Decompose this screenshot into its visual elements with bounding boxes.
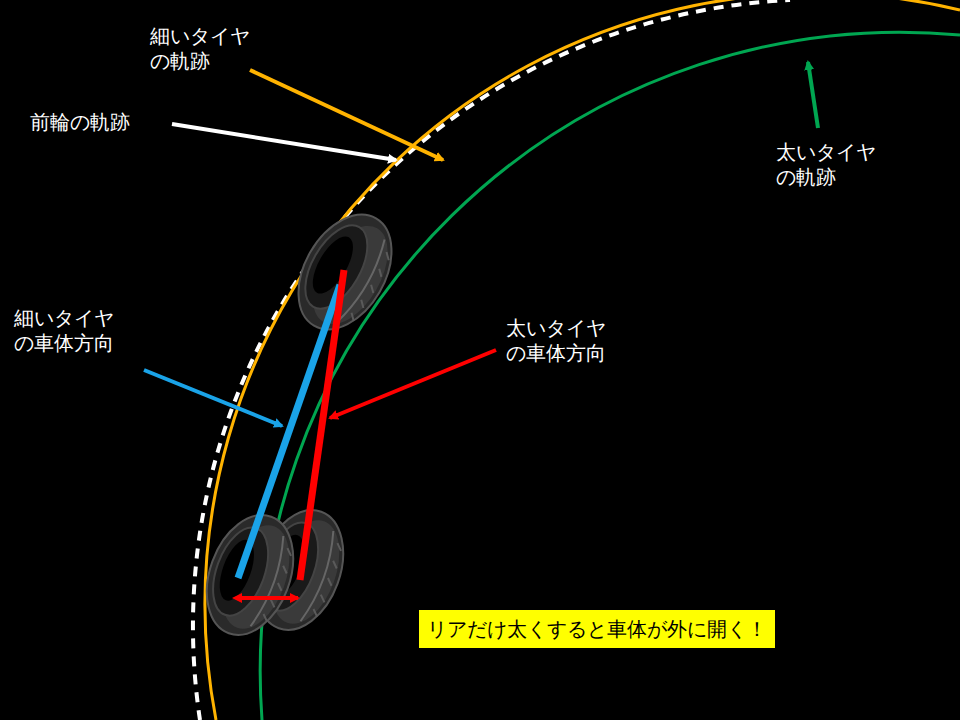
wide-tire-path bbox=[260, 32, 960, 720]
thin-body-line bbox=[238, 285, 340, 578]
callout-label: 細いタイヤ の軌跡 bbox=[150, 24, 250, 74]
callout-label: 太いタイヤ の軌跡 bbox=[776, 140, 876, 190]
rear-thin-tire bbox=[191, 503, 309, 647]
thin-tire-path bbox=[205, 0, 960, 720]
leader-arrow bbox=[808, 62, 818, 128]
front-wheel-path bbox=[193, 0, 790, 720]
wide-body-line bbox=[300, 270, 344, 580]
leader-arrow bbox=[330, 350, 496, 418]
callout-label: 太いタイヤ の車体方向 bbox=[506, 316, 606, 366]
callout-label: 前輪の軌跡 bbox=[30, 110, 130, 135]
leader-arrow bbox=[172, 124, 396, 160]
note-box: リアだけ太くすると車体が外に開く！ bbox=[419, 610, 775, 648]
note-text: リアだけ太くすると車体が外に開く！ bbox=[427, 617, 767, 641]
callout-label: 細いタイヤ の車体方向 bbox=[14, 306, 114, 356]
leader-arrow bbox=[144, 370, 282, 426]
offset-arrow bbox=[240, 596, 298, 600]
leader-arrow bbox=[250, 70, 443, 160]
